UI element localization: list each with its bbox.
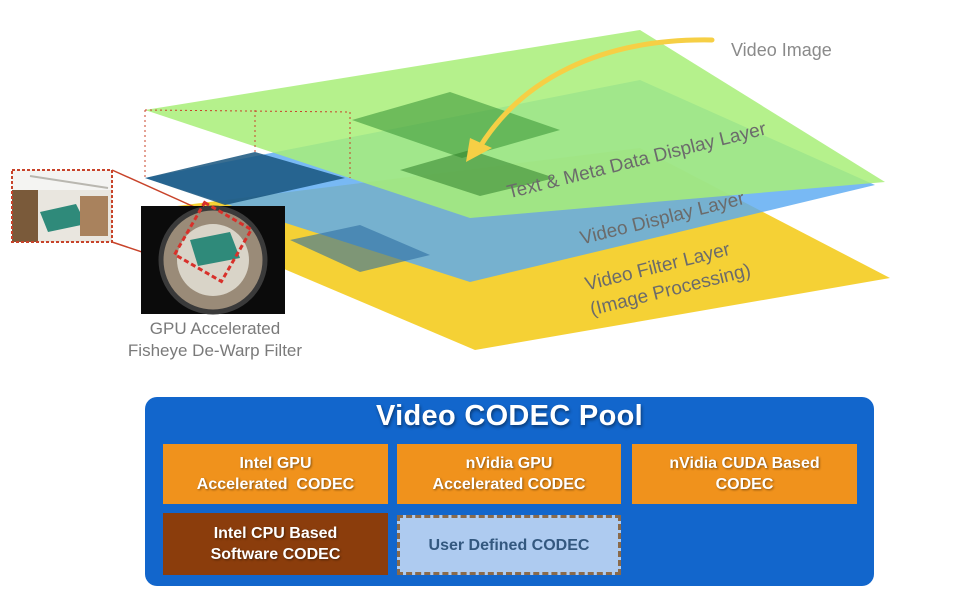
video-image-patch-upper	[352, 92, 560, 158]
codec-label-line2: CODEC	[715, 476, 774, 493]
codec-label-line2: Accelerated CODEC	[432, 476, 586, 493]
codec-label-line1: nVidia GPU	[465, 455, 553, 472]
fisheye-image	[141, 200, 285, 315]
video-image-patch-lower	[400, 150, 555, 196]
dewarp-region-shadow	[290, 225, 430, 272]
intel-cpu-codec: Intel CPU Based Software CODEC	[163, 513, 388, 575]
dewarped-thumbnail	[11, 169, 113, 243]
video-image-arrow	[475, 37, 715, 153]
intel-gpu-codec: Intel GPU Accelerated CODEC	[163, 444, 388, 504]
codec-label-line2: Accelerated CODEC	[196, 476, 355, 493]
layer-stack-diagram	[11, 30, 890, 350]
projection-guides	[144, 109, 351, 178]
codec-pool: Video CODEC Pool Intel GPU Accelerated C…	[145, 397, 874, 586]
fisheye-caption-line1: GPU Accelerated	[149, 319, 281, 338]
fisheye-caption-line2: Fisheye De-Warp Filter	[127, 341, 303, 360]
codec-label-line1: User Defined CODEC	[428, 536, 590, 554]
nvidia-gpu-codec: nVidia GPU Accelerated CODEC	[397, 444, 621, 504]
fisheye-caption: GPU Accelerated Fisheye De-Warp Filter	[100, 318, 330, 362]
codec-label-line2: Software CODEC	[210, 546, 341, 563]
codec-label-line1: nVidia CUDA Based	[669, 455, 820, 472]
video-image-label: Video Image	[731, 40, 832, 60]
codec-label-line1: Intel GPU	[239, 455, 312, 472]
user-defined-codec: User Defined CODEC	[397, 515, 621, 575]
dewarp-region	[145, 152, 345, 205]
nvidia-cuda-codec: nVidia CUDA Based CODEC	[632, 444, 857, 504]
codec-label-line1: Intel CPU Based	[213, 525, 338, 542]
codec-pool-title: Video CODEC Pool	[376, 400, 643, 432]
arrow-head-icon	[466, 138, 492, 162]
